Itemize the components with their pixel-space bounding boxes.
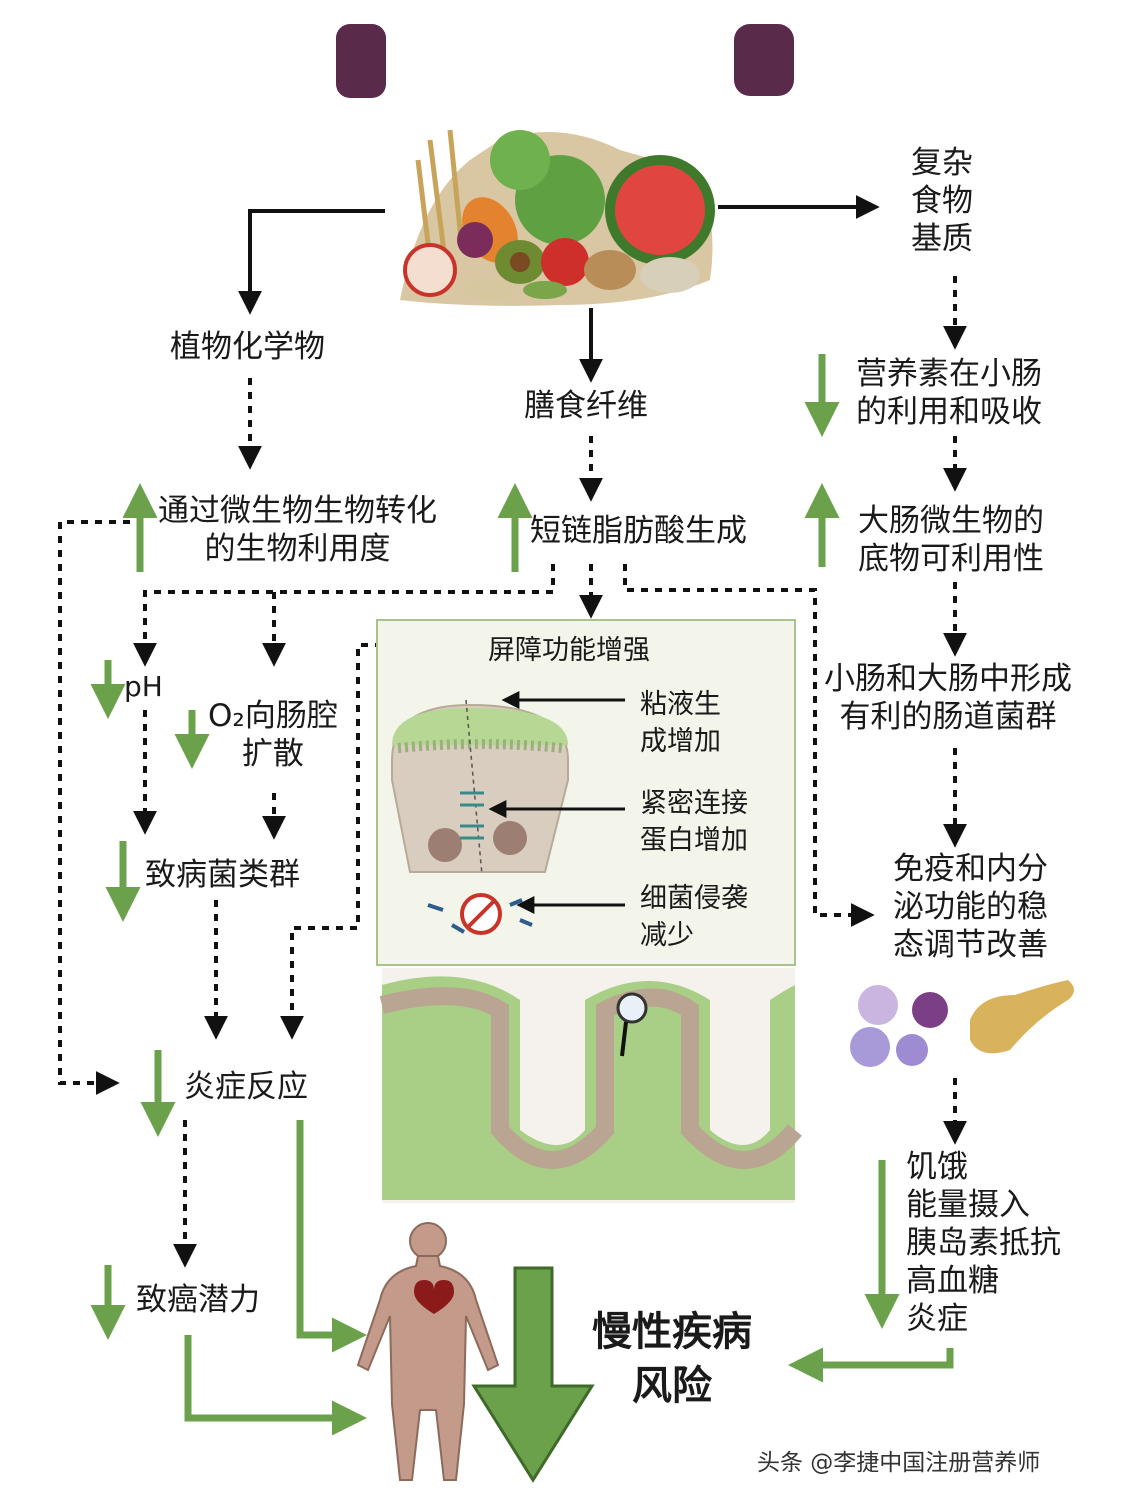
label-bioavailability: 通过微生物生物转化 的生物利用度 <box>158 493 437 567</box>
inset-title: 屏障功能增强 <box>488 635 650 666</box>
label-cancer-potential: 致癌潜力 <box>136 1282 260 1318</box>
inset-label-mucus: 粘液生 成增加 <box>640 689 721 757</box>
human-figure <box>356 1222 500 1481</box>
arrow-inflammation-body <box>296 1120 367 1353</box>
pancreas-illustration <box>970 980 1074 1054</box>
label-dietary-fiber: 膳食纤维 <box>524 388 648 424</box>
label-flora: 小肠和大肠中形成 有利的肠道菌群 <box>824 661 1072 735</box>
label-pathogens: 致病菌类群 <box>145 857 300 893</box>
label-food-matrix: 复杂 食物 基质 <box>911 145 973 257</box>
immune-cells-illustration <box>850 985 948 1067</box>
arrow-bio-inflammation <box>58 520 130 1095</box>
watermark: 头条 @李捷中国注册营养师 <box>757 1450 1041 1476</box>
label-ph: pH <box>124 670 163 703</box>
arrow-cancer-body <box>184 1335 367 1436</box>
label-substrate: 大肠微生物的 底物可利用性 <box>858 503 1044 577</box>
label-chronic-disease-risk: 慢性疾病 风险 <box>592 1309 752 1409</box>
inset-label-bacteria: 细菌侵袭 减少 <box>640 883 748 951</box>
arrow-root-left <box>238 209 385 315</box>
arrow-scfa-homeostasis <box>623 564 875 927</box>
arrow-effects-chronic <box>788 1347 954 1383</box>
food-pile-illustration <box>400 129 715 306</box>
inset-label-tight-junction: 紧密连接 蛋白增加 <box>640 788 748 856</box>
intestinal-tissue-illustration <box>379 968 802 1203</box>
label-effects-list: 饥饿 能量摄入 胰岛素抵抗 高血糖 炎症 <box>906 1149 1061 1337</box>
label-o2-diffusion: O₂向肠腔 扩散 <box>208 698 338 772</box>
arrow-scfa-branches <box>133 564 555 667</box>
label-phytochemicals: 植物化学物 <box>170 329 325 365</box>
heart-icon <box>414 1280 454 1314</box>
label-homeostasis: 免疫和内分 泌功能的稳 态调节改善 <box>893 851 1048 963</box>
label-inflammation: 炎症反应 <box>184 1069 308 1105</box>
label-scfa: 短链脂肪酸生成 <box>530 513 747 549</box>
arrow-inset-inflammation <box>280 643 410 1040</box>
epithelial-cell-illustration <box>391 699 569 935</box>
big-down-arrow <box>471 1266 595 1483</box>
label-nutrients: 营养素在小肠 的利用和吸收 <box>856 356 1042 430</box>
decor-blob-right <box>734 24 794 96</box>
decor-blob-left <box>336 24 386 98</box>
magnifier-icon <box>616 992 648 1024</box>
